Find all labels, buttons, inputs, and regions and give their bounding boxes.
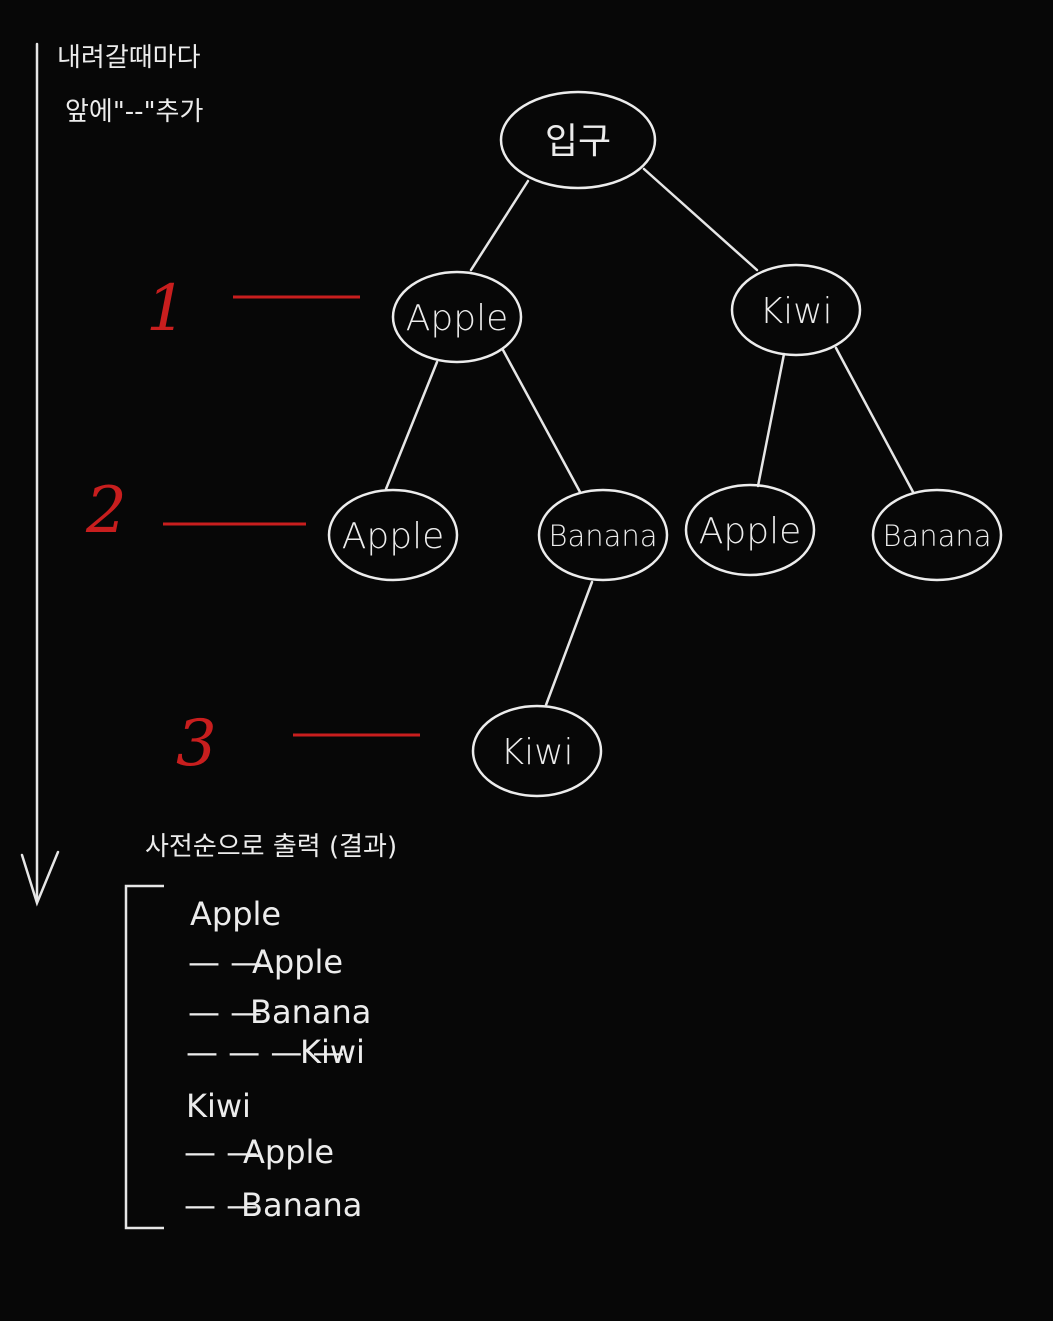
node-apple-l1: Apple [391,270,523,364]
edge-root-apple [469,179,530,272]
node-kiwi-l1-label: Kiwi [759,291,832,332]
output-item: Apple [190,895,281,933]
tree-edges [384,167,915,707]
output-item-prefix: — — [184,1186,258,1224]
output-bracket [124,884,164,1230]
node-banana-l2-b-ellipse [871,488,1003,582]
output-title: 사전순으로 출력 (결과) [145,832,397,862]
output-item-prefix: — — [184,1133,258,1171]
output-item-prefix: — — — — [186,1033,345,1071]
node-kiwi-l3-ellipse [471,704,603,798]
edge-apple-banana [501,348,582,494]
node-banana-l2-a-ellipse [537,488,669,582]
node-kiwi-l3: Kiwi [471,704,603,798]
node-apple-l2-b: Apple [684,483,816,577]
node-banana-l2-b-label: Banana [882,519,991,553]
node-root-label: 입구 [545,121,611,162]
note-line-2: 앞에"--"추가 [65,97,203,127]
node-apple-l2-a-ellipse [327,488,459,582]
output-item: — — Banana [188,993,371,1031]
node-banana-l2-b: Banana [871,488,1003,582]
output-item-name: Banana [250,993,371,1031]
edge-banana-kiwi [544,580,594,707]
descend-arrow [20,42,60,907]
output-item: Kiwi [186,1087,251,1125]
node-kiwi-l3-label: Kiwi [500,732,573,773]
level-2-number: 2 [85,474,127,548]
node-apple-l1-ellipse [391,270,523,364]
level-3-number: 3 [176,707,217,781]
output-item-name: Kiwi [186,1087,251,1125]
output-item-name: Apple [243,1133,334,1171]
output-item-name: Banana [241,1186,362,1224]
output-item: — — Apple [184,1133,334,1171]
edge-kiwi-apple [756,352,786,488]
edge-root-kiwi [642,167,759,272]
output-item-name: Apple [252,943,343,981]
node-banana-l2-a-label: Banana [548,519,657,553]
descend-arrow-head [20,850,60,907]
level-markers: 1 2 3 [85,272,420,781]
edge-kiwi-banana [834,346,915,494]
node-apple-l2-b-ellipse [684,483,816,577]
node-root: 입구 [499,90,657,190]
note-line-1: 내려갈때마다 [57,43,201,73]
output-item-prefix: — — [188,943,262,981]
edge-apple-apple [384,360,439,491]
node-apple-l1-label: Apple [406,298,508,339]
node-apple-l2-b-label: Apple [699,511,801,552]
level-1-number: 1 [146,272,187,346]
output-item-name: Kiwi [300,1033,365,1071]
output-item: — — Apple [188,943,343,981]
output-item: — — Banana [184,1186,362,1224]
output-list: Apple — — Apple — — Banana — — — — Kiwi … [184,895,371,1224]
output-item: — — — — Kiwi [186,1033,365,1071]
output-item-prefix: — — [188,993,262,1031]
node-banana-l2-a: Banana [537,488,669,582]
node-kiwi-l1-ellipse [730,263,862,357]
output-item-name: Apple [190,895,281,933]
node-apple-l2-a-label: Apple [342,516,444,557]
node-kiwi-l1: Kiwi [730,263,862,357]
node-apple-l2-a: Apple [327,488,459,582]
node-root-ellipse [499,90,657,190]
tree-nodes: 입구 Apple Kiwi Apple Banana Apple Banana [327,90,1003,798]
